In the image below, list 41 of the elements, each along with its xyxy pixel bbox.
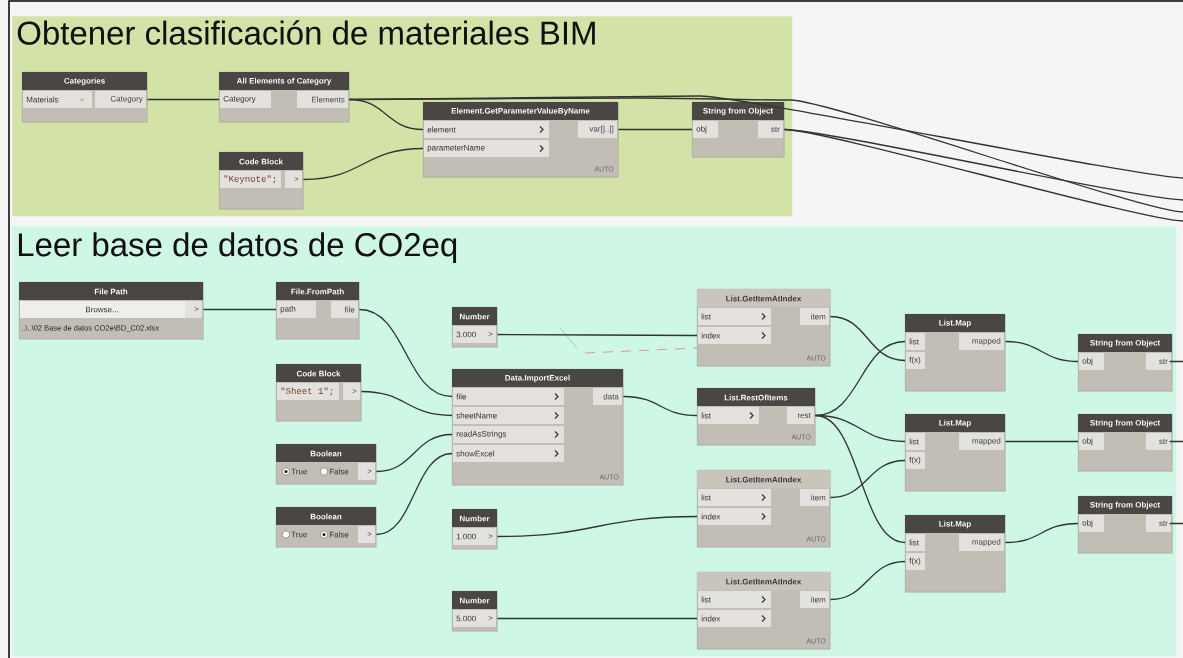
wire xyxy=(202,308,277,311)
function-node: List.Map list f(x) mapped xyxy=(905,314,1006,392)
wire xyxy=(302,147,424,181)
function-node: String from Object obj str xyxy=(1078,414,1173,472)
function-node: Categories Materials Category xyxy=(22,72,148,123)
function-node: Number 5.000 > xyxy=(452,591,498,632)
function-node: Number 1.000 > xyxy=(452,509,498,550)
wire xyxy=(829,560,906,601)
wire xyxy=(617,128,693,131)
wire xyxy=(375,452,453,536)
wire xyxy=(496,333,698,337)
function-node: List.Map list f(x) mapped xyxy=(905,515,1006,593)
wire xyxy=(496,617,698,620)
wire xyxy=(622,395,698,417)
wire xyxy=(1004,522,1079,544)
function-node: Code Block "Keynote"; > xyxy=(219,152,304,210)
function-node: All Elements of Category Category Elements xyxy=(219,72,350,123)
wire xyxy=(358,308,453,398)
wire xyxy=(1169,360,1183,363)
function-node: String from Object obj str xyxy=(1078,334,1173,392)
wire xyxy=(829,315,906,362)
wire xyxy=(496,515,698,538)
function-node: Boolean True False > xyxy=(276,507,377,548)
wire xyxy=(146,98,220,101)
function-node: List.Map list f(x) mapped xyxy=(905,414,1006,492)
wire xyxy=(1169,440,1183,443)
wire xyxy=(829,459,906,499)
function-node: String from Object obj str xyxy=(692,102,785,158)
wire xyxy=(375,433,453,473)
wire xyxy=(1004,340,1079,363)
wire xyxy=(1004,440,1079,443)
wire xyxy=(814,414,906,544)
wire xyxy=(360,390,453,417)
wire xyxy=(783,128,1183,222)
function-node: String from Object obj str xyxy=(1078,496,1173,554)
function-node: File.FromPath path file xyxy=(276,282,360,340)
function-node: Number 3.000 > xyxy=(452,307,498,348)
wire xyxy=(348,97,1183,213)
function-node: Boolean True False > xyxy=(276,444,377,485)
wire xyxy=(1169,522,1183,525)
function-node: Code Block "Sheet 1"; > xyxy=(276,364,362,422)
